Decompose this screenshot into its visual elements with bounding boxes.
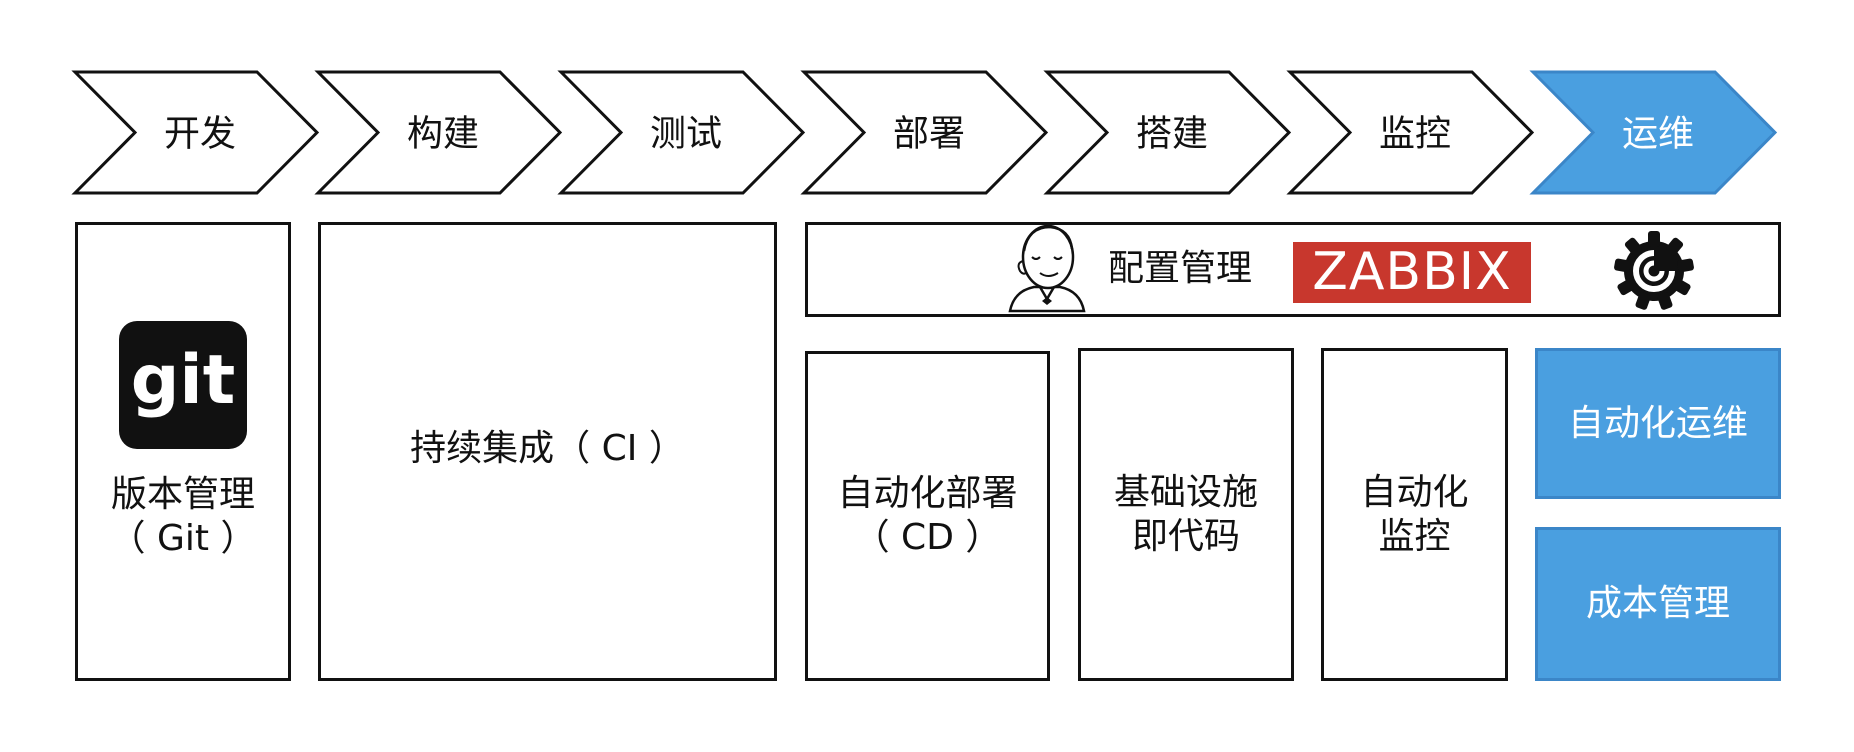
stage-chevron <box>1286 70 1535 195</box>
auto-monitor-box: 自动化 监控 <box>1321 348 1508 681</box>
auto-deploy-box: 自动化部署 （ CD ） <box>805 351 1050 681</box>
stage-label: 搭建 <box>1136 114 1208 155</box>
auto-deploy-label: 自动化部署 （ CD ） <box>837 473 1018 558</box>
stage-chevron <box>71 70 320 195</box>
stage-label: 构建 <box>407 114 479 155</box>
stage-chevron <box>1529 70 1778 195</box>
grafana-icon <box>1614 231 1694 310</box>
stage-chevron <box>1043 70 1292 195</box>
version-control-box: git 版本管理 （ Git ） <box>75 222 291 681</box>
jenkins-icon <box>1008 224 1086 313</box>
pipeline-stages: 开发 构建 测试 部署 搭建 监控 运维 <box>71 70 1778 195</box>
ci-box: 持续集成（ CI ） <box>318 222 777 681</box>
config-mgmt-label: 配置管理 <box>1108 248 1253 289</box>
stage-chevron <box>800 70 1049 195</box>
cost-mgmt-label: 成本管理 <box>1585 583 1730 624</box>
git-logo: git <box>119 321 247 449</box>
stage-chevron <box>557 70 806 195</box>
stage-label: 测试 <box>650 114 722 155</box>
zabbix-logo: ZABBIX <box>1293 242 1531 303</box>
stage-label: 监控 <box>1379 114 1451 155</box>
auto-ops-label: 自动化运维 <box>1567 402 1748 444</box>
ci-label: 持续集成（ CI ） <box>410 427 685 469</box>
iac-label: 基础设施 即代码 <box>1113 471 1258 557</box>
stage-label: 开发 <box>164 114 236 155</box>
auto-monitor-label: 自动化 监控 <box>1360 471 1469 557</box>
stage-label: 运维 <box>1622 114 1694 155</box>
iac-box: 基础设施 即代码 <box>1078 348 1294 681</box>
config-mgmt-box: 配置管理 ZABBIX <box>805 222 1781 317</box>
version-control-label: 版本管理 （ Git ） <box>109 474 257 559</box>
cost-mgmt-box: 成本管理 <box>1535 527 1781 681</box>
auto-ops-box: 自动化运维 <box>1535 348 1781 499</box>
stage-label: 部署 <box>893 114 965 155</box>
stage-chevron <box>314 70 563 195</box>
